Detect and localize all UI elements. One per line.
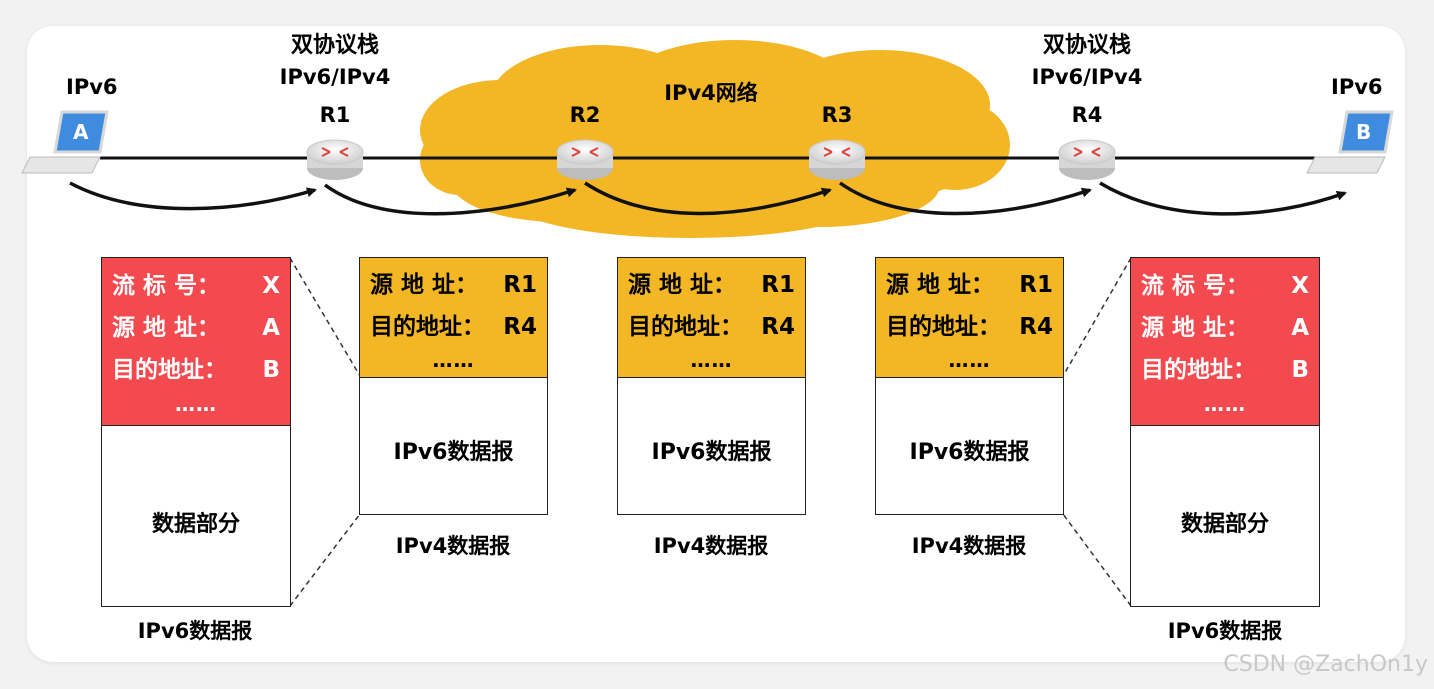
laptop-b-icon — [1306, 110, 1394, 174]
ipv6-header: 流 标 号： X 源 地 址： A 目的地址： B …… — [1131, 258, 1319, 426]
watermark: CSDN @ZachOn1y — [1223, 652, 1428, 677]
router-r3-icon — [808, 139, 866, 180]
src-addr-key: 源 地 址： — [1141, 315, 1250, 341]
ipv4-packet-3: 源 地 址： R1 目的地址： R4 …… IPv6数据报 — [875, 257, 1064, 515]
r4-dual-stack-label: 双协议栈 — [1042, 33, 1132, 58]
ipv4-caption-2: IPv4数据报 — [653, 534, 769, 558]
router-r1-icon — [306, 139, 364, 180]
ipv6-caption-left: IPv6数据报 — [137, 619, 253, 643]
dst-addr-key: 目的地址： — [1141, 357, 1256, 383]
flow-label-value: X — [262, 273, 280, 299]
r2-label: R2 — [569, 103, 601, 127]
ipv4-header: 源 地 址： R1 目的地址： R4 …… — [618, 258, 805, 378]
ipv6-caption-right: IPv6数据报 — [1167, 619, 1283, 643]
ipv6-packet-left: 流 标 号： X 源 地 址： A 目的地址： B …… 数据部分 — [101, 257, 291, 607]
ipv4-packet-2: 源 地 址： R1 目的地址： R4 …… IPv6数据报 — [617, 257, 806, 515]
dst-addr-key: 目的地址： — [628, 314, 743, 340]
encapsulation-connectors — [289, 257, 1132, 607]
header-ellipsis: …… — [175, 392, 217, 416]
payload-label: IPv6数据报 — [393, 440, 514, 465]
dst-addr-value: R4 — [761, 314, 795, 340]
router-r4-icon — [1058, 139, 1116, 180]
src-addr-value: A — [1291, 315, 1309, 341]
flow-label-key: 流 标 号： — [112, 273, 221, 299]
header-ellipsis: …… — [690, 348, 733, 372]
host-a-ipv6-label: IPv6 — [66, 75, 118, 99]
src-addr-key: 源 地 址： — [628, 272, 737, 298]
src-addr-value: R1 — [1019, 272, 1053, 298]
payload-label: IPv6数据报 — [909, 440, 1030, 465]
ipv4-network-label: IPv4网络 — [664, 81, 758, 105]
dst-addr-value: B — [1291, 357, 1309, 383]
ipv6-header: 流 标 号： X 源 地 址： A 目的地址： B …… — [102, 258, 290, 426]
dst-addr-value: R4 — [503, 314, 537, 340]
data-part-label: 数据部分 — [151, 512, 240, 537]
ipv4-caption-1: IPv4数据报 — [395, 534, 511, 558]
router-r2-icon — [556, 139, 614, 180]
ipv6-packet-right: 流 标 号： X 源 地 址： A 目的地址： B …… 数据部分 — [1130, 257, 1320, 607]
header-ellipsis: …… — [1204, 392, 1246, 416]
src-addr-value: A — [262, 315, 280, 341]
r1-stack-label: IPv6/IPv4 — [279, 65, 391, 89]
payload-label: IPv6数据报 — [651, 440, 772, 465]
src-addr-key: 源 地 址： — [112, 315, 221, 341]
flow-label-value: X — [1291, 273, 1309, 299]
r4-stack-label: IPv6/IPv4 — [1031, 65, 1143, 89]
src-addr-key: 源 地 址： — [370, 272, 479, 298]
ipv4-packet-1: 源 地 址： R1 目的地址： R4 …… IPv6数据报 — [359, 257, 548, 515]
flow-label-key: 流 标 号： — [1141, 273, 1250, 299]
r1-label: R1 — [319, 103, 351, 127]
src-addr-key: 源 地 址： — [886, 272, 995, 298]
ipv4-header: 源 地 址： R1 目的地址： R4 …… — [876, 258, 1063, 378]
src-addr-value: R1 — [503, 272, 537, 298]
dst-addr-value: B — [262, 357, 280, 383]
dst-addr-value: R4 — [1019, 314, 1053, 340]
host-b-letter: B — [1356, 120, 1372, 144]
dst-addr-key: 目的地址： — [112, 357, 227, 383]
header-ellipsis: …… — [432, 348, 475, 372]
header-ellipsis: …… — [948, 348, 991, 372]
r4-label: R4 — [1071, 103, 1103, 127]
ipv4-caption-3: IPv4数据报 — [911, 534, 1027, 558]
dst-addr-key: 目的地址： — [370, 314, 485, 340]
r3-label: R3 — [821, 103, 853, 127]
r1-dual-stack-label: 双协议栈 — [290, 33, 380, 58]
ipv4-header: 源 地 址： R1 目的地址： R4 …… — [360, 258, 547, 378]
forwarding-arrows — [69, 181, 1347, 216]
dst-addr-key: 目的地址： — [886, 314, 1001, 340]
host-a-letter: A — [73, 120, 89, 144]
data-part-label: 数据部分 — [1180, 512, 1269, 537]
laptop-a-icon — [21, 110, 109, 174]
host-b-ipv6-label: IPv6 — [1331, 75, 1383, 99]
src-addr-value: R1 — [761, 272, 795, 298]
